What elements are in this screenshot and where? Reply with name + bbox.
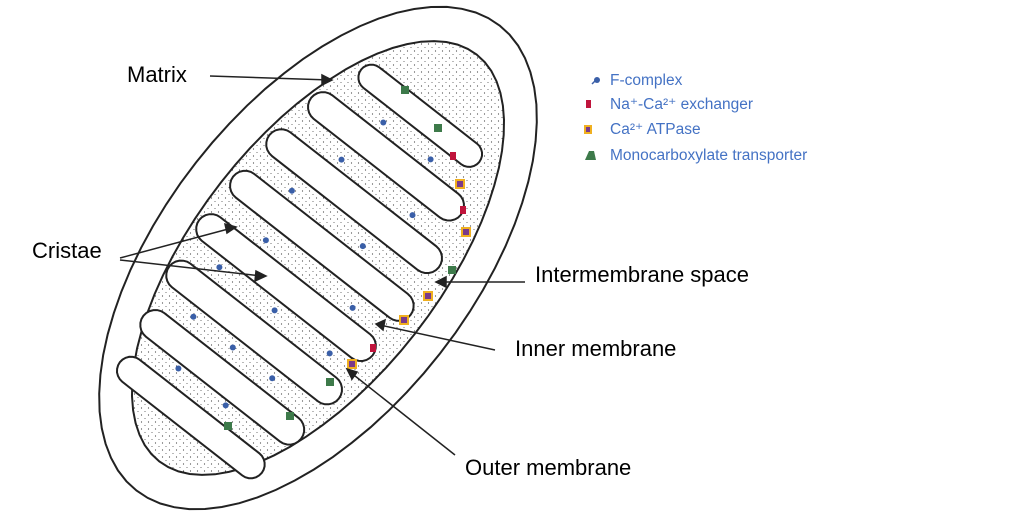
monocarboxylate-transporter	[401, 86, 409, 94]
f-complex	[269, 375, 276, 382]
na-ca-exchanger	[370, 344, 376, 352]
crista	[195, 213, 377, 363]
legend-icons	[584, 77, 600, 160]
f-complex	[359, 243, 366, 250]
monocarboxylate-transporter	[326, 378, 334, 386]
monocarboxylate-transporter	[224, 422, 232, 430]
f-complex	[380, 119, 387, 126]
monocarboxylate-transporter	[286, 412, 294, 420]
crista	[139, 309, 306, 446]
f-complex	[288, 187, 295, 194]
ca-atpase	[423, 291, 433, 301]
f-complex	[349, 304, 356, 311]
label-matrix: Matrix	[127, 62, 187, 87]
legend-na-ca-exchanger: Na⁺-Ca²⁺ exchanger	[610, 96, 754, 113]
f-complex	[326, 350, 333, 357]
crista	[307, 91, 465, 222]
f-complexes	[175, 119, 434, 409]
na-ca-exchanger	[450, 152, 456, 160]
arrows	[119, 73, 525, 456]
monocarboxylate-transporter	[448, 266, 456, 274]
crista	[357, 63, 483, 168]
ca-atpase	[455, 179, 465, 189]
label-outer-membrane: Outer membrane	[465, 455, 632, 480]
f-complex	[222, 402, 229, 409]
label-inner-membrane: Inner membrane	[515, 336, 677, 361]
na-ca-exchanger-icon	[586, 100, 591, 108]
label-intermembrane-space: Intermembrane space	[535, 262, 749, 287]
f-complex	[338, 156, 345, 163]
ca-atpase-icon	[584, 125, 592, 134]
label-cristae: Cristae	[32, 238, 102, 263]
cristae	[115, 63, 483, 480]
na-ca-exchanger	[460, 206, 466, 214]
ca-atpase	[399, 315, 409, 325]
f-complex	[427, 156, 434, 163]
f-complex	[271, 307, 278, 314]
f-complex	[190, 313, 197, 320]
crista	[165, 259, 343, 406]
f-complex	[175, 365, 182, 372]
legend-f-complex: F-complex	[610, 72, 683, 89]
f-complex	[229, 344, 236, 351]
f-complex	[216, 264, 223, 271]
monocarboxylate-transporter-icon	[585, 151, 596, 160]
legend-ca-atpase: Ca²⁺ ATPase	[610, 121, 701, 138]
monocarboxylate-transporter	[434, 124, 442, 132]
outer-membrane	[98, 5, 538, 511]
membrane-transporters	[224, 86, 471, 430]
legend-monocarboxylate-transporter: Monocarboxylate transporter	[610, 147, 808, 164]
ca-atpase	[347, 359, 357, 369]
crista	[115, 355, 266, 480]
ca-atpase	[461, 227, 471, 237]
crista	[265, 128, 443, 274]
f-complex	[409, 212, 416, 219]
f-complex	[262, 237, 269, 244]
